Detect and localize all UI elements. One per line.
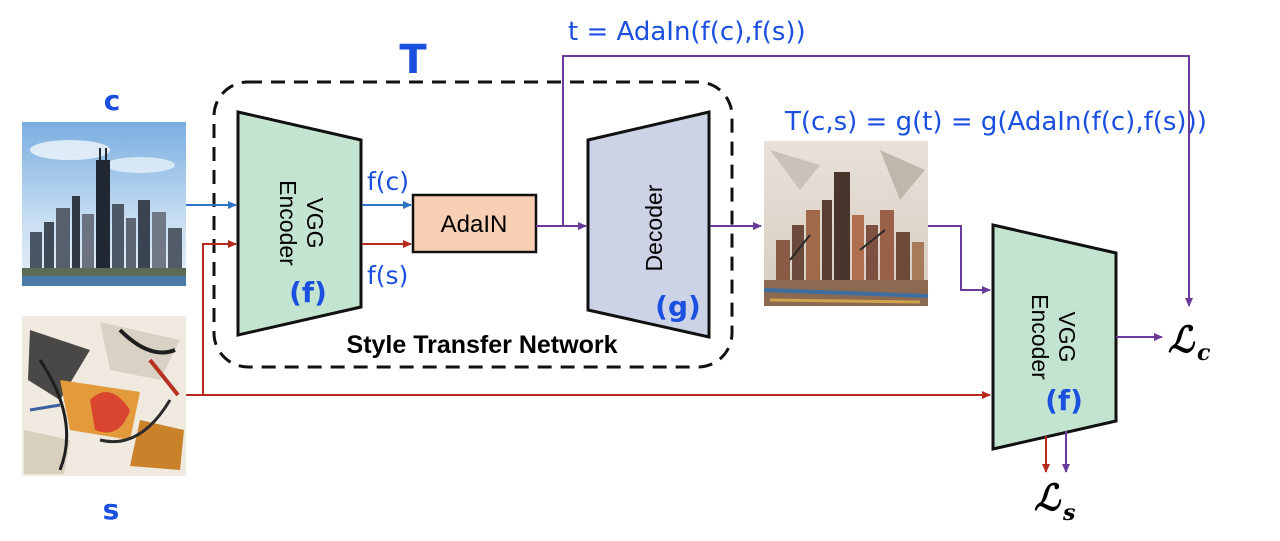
content-loss-subscript: c	[1197, 340, 1211, 366]
adain-label: AdaIN	[441, 211, 508, 238]
style-variable-label: s	[103, 493, 120, 526]
style-image	[22, 316, 186, 476]
content-image	[22, 122, 186, 286]
style-loss-symbol: ℒ	[1034, 477, 1062, 519]
decoder-function: (g)	[655, 290, 701, 323]
fs-label: f(s)	[367, 261, 408, 290]
adain-block: AdaIN	[411, 193, 538, 254]
arrow-t-to-content-loss	[562, 55, 1193, 307]
style-transfer-network-box	[212, 80, 734, 369]
output-formula: T(c,s) = g(t) = g(AdaIn(f(c),f(s)))	[784, 107, 1207, 137]
vgg-encoder-2: VGG Encoder (f)	[991, 223, 1118, 451]
content-loss-symbol: ℒ	[1168, 319, 1196, 361]
style-loss-subscript: s	[1062, 500, 1075, 526]
content-loss-label: ℒ c	[1168, 319, 1211, 366]
content-variable-label: c	[104, 84, 121, 117]
encoder-2-line1: VGG	[1054, 311, 1080, 362]
encoder-2-line2: Encoder	[1027, 294, 1053, 380]
stylized-output-image	[763, 141, 929, 306]
decoder-label: Decoder	[641, 184, 667, 271]
encoder-1-function: (f)	[289, 276, 327, 309]
network-variable-label: T	[399, 37, 427, 83]
encoder-1-line2: Encoder	[275, 180, 301, 266]
arrow-style-to-encoder	[186, 240, 237, 396]
network-caption: Style Transfer Network	[347, 331, 618, 359]
decoder-block: Decoder (g)	[586, 110, 711, 339]
vgg-encoder-1: VGG Encoder (f)	[236, 110, 363, 337]
t-formula: t = AdaIn(f(c),f(s))	[568, 17, 806, 47]
style-loss-label: ℒ s	[1034, 477, 1075, 526]
encoder-1-line1: VGG	[302, 197, 328, 248]
encoder-2-function: (f)	[1045, 384, 1083, 417]
arrow-output-to-encoder2	[928, 225, 991, 294]
fc-label: f(c)	[367, 167, 409, 196]
